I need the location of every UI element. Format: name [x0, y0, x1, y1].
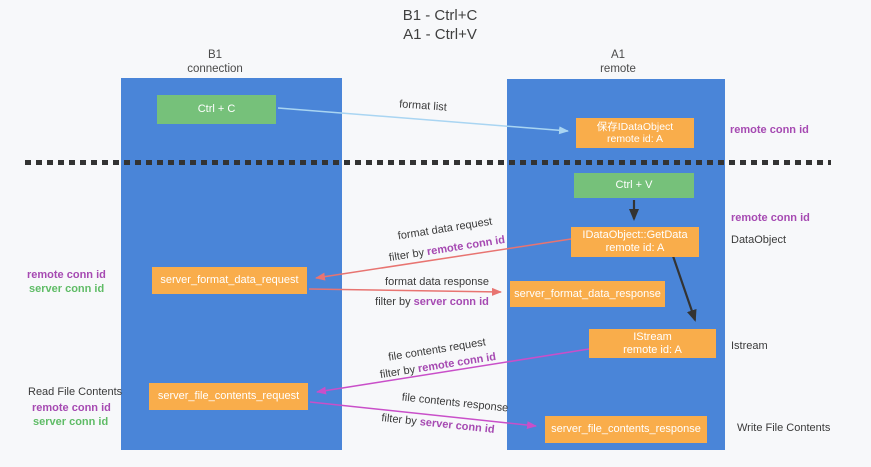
- arrow-file-contents-response: [309, 401, 537, 430]
- left-remote-conn-id-label-2: remote conn id: [32, 402, 111, 414]
- right-column-role: remote: [600, 63, 636, 75]
- right-remote-conn-id-label-2: remote conn id: [731, 212, 810, 224]
- node-format-request-label: server_format_data_request: [160, 274, 299, 286]
- node-save-idataobject-line2: remote id: A: [606, 133, 664, 145]
- node-istream: IStream remote id: A: [589, 329, 716, 358]
- node-save-idataobject: 保存IDataObject remote id: A: [576, 118, 694, 148]
- node-istream-line1: IStream: [633, 330, 672, 343]
- node-getdata-line2: remote id: A: [605, 242, 665, 254]
- node-istream-line2: remote id: A: [623, 343, 682, 356]
- phase-divider-dashed-line: [25, 160, 831, 165]
- node-server-format-data-request: server_format_data_request: [152, 267, 307, 294]
- diagram-title: B1 - Ctrl+C A1 - Ctrl+V: [355, 6, 525, 44]
- node-ctrl-c: Ctrl + C: [157, 95, 276, 124]
- server-conn-id-text: server conn id: [413, 296, 489, 308]
- node-server-format-data-response: server_format_data_response: [510, 281, 665, 307]
- left-server-conn-id-label-2: server conn id: [33, 416, 109, 428]
- title-line-1: B1 - Ctrl+C: [402, 7, 478, 24]
- right-remote-conn-id-label-1: remote conn id: [730, 124, 809, 136]
- write-file-contents-label: Write File Contents: [737, 422, 831, 434]
- node-file-response-label: server_file_contents_response: [551, 423, 701, 435]
- left-column-role: connection: [187, 63, 243, 75]
- left-column-name: B1: [207, 49, 223, 61]
- node-idataobject-getdata: IDataObject::GetData remote id: A: [571, 227, 699, 257]
- node-getdata-line1: IDataObject::GetData: [582, 229, 688, 241]
- dataobject-label: DataObject: [731, 234, 787, 246]
- label-filter-by-server-1: filter by server conn id: [375, 296, 489, 308]
- right-column-name: A1: [610, 49, 626, 61]
- title-line-2: A1 - Ctrl+V: [403, 26, 477, 43]
- node-save-idataobject-line1: 保存IDataObject: [596, 121, 674, 133]
- arrow-format-data-response: [308, 287, 502, 296]
- left-server-conn-id-label-1: server conn id: [29, 283, 105, 295]
- node-ctrl-c-label: Ctrl + C: [197, 103, 236, 115]
- left-column-header: B1 connection: [160, 48, 270, 76]
- arrow-getdata-to-istream: [671, 255, 697, 322]
- filter-by-text: filter by: [375, 296, 414, 308]
- label-format-data-response: format data response: [385, 276, 489, 288]
- arrow-format-list: [277, 107, 569, 135]
- node-format-response-label: server_format_data_response: [514, 287, 661, 300]
- right-column-header: A1 remote: [563, 48, 673, 76]
- left-remote-conn-id-label-1: remote conn id: [27, 269, 106, 281]
- istream-label: Istream: [731, 340, 768, 352]
- node-file-request-label: server_file_contents_request: [157, 390, 300, 402]
- node-ctrl-v: Ctrl + V: [574, 173, 694, 198]
- node-ctrl-v-label: Ctrl + V: [615, 179, 653, 191]
- node-server-file-contents-response: server_file_contents_response: [545, 416, 707, 443]
- arrow-file-contents-request: [316, 348, 590, 395]
- read-file-contents-label: Read File Contents: [28, 386, 123, 398]
- arrow-format-data-request: [315, 238, 572, 281]
- node-server-file-contents-request: server_file_contents_request: [149, 383, 308, 410]
